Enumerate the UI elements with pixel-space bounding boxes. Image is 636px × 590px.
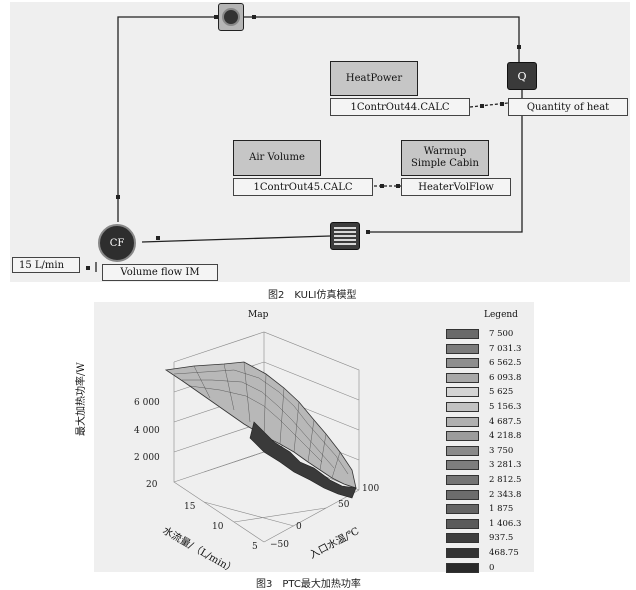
figure3-caption: 图3 PTC最大加热功率 [256,579,361,590]
z-tick-20: 20 [146,480,158,490]
z-tick-6000: 6 000 [134,398,160,408]
legend-entry: 5 156.3 [446,401,521,413]
legend-value: 937.5 [489,533,514,544]
legend-entry: 4 218.8 [446,430,521,442]
warmup-cabin-block[interactable]: Warmup Simple Cabin [401,140,489,176]
legend-value: 0 [489,562,495,573]
legend-entry: 3 750 [446,445,513,457]
legend-swatch [446,533,479,544]
legend-swatch [446,475,479,485]
q-block[interactable]: Q [507,62,537,90]
legend-swatch [446,372,479,383]
heat-power-surface [164,361,357,489]
legend-entry: 0 [446,562,494,574]
legend-entry: 2 343.8 [446,489,521,501]
legend-value: 2 343.8 [489,489,522,500]
contr45-label[interactable]: 1ContrOut45.CALC [233,178,373,196]
heater-vol-flow-label[interactable]: HeaterVolFlow [401,178,511,196]
legend-swatch [446,548,479,558]
legend-value: 4 687.5 [489,416,522,427]
legend-entry: 2 812.5 [446,474,521,486]
legend-entry: 1 875 [446,503,513,515]
x-tick-15: 15 [184,502,196,512]
kuli-connections [86,15,523,272]
legend-swatch [446,518,479,529]
legend-entry: 3 281.3 [446,459,521,471]
legend-entry: 7 031.3 [446,343,521,355]
x-tick-5: 5 [252,542,258,552]
heater-core-icon [334,227,356,245]
legend-swatch [446,504,479,515]
legend-swatch [446,343,479,354]
heat-power-block[interactable]: HeatPower [330,61,418,96]
legend-value: 1 875 [489,504,514,515]
legend-swatch [446,431,479,442]
cf-pump-block[interactable]: CF [98,224,136,262]
legend-entry: 937.5 [446,532,513,544]
x-tick-10: 10 [212,522,224,532]
legend-swatch [446,358,479,369]
flow-value-label[interactable]: 15 L/min [12,257,80,273]
z-tick-2000: 2 000 [134,453,160,463]
legend-swatch [446,329,479,339]
legend-entry: 6 562.5 [446,357,521,369]
legend-value: 2 812.5 [489,475,522,485]
y-tick-50: 50 [338,500,350,510]
legend-value: 3 750 [489,445,514,456]
heater-core-block[interactable] [330,222,360,250]
z-axis-label: 最大加热功率/W [76,362,87,436]
y-tick-neg50: −50 [270,540,289,550]
quantity-heat-label[interactable]: Quantity of heat [508,98,628,116]
legend-value: 7 031.3 [489,343,522,354]
legend-entry: 1 406.3 [446,518,521,530]
y-tick-100: 100 [362,484,380,494]
legend-value: 3 281.3 [489,460,522,471]
contr44-label[interactable]: 1ContrOut44.CALC [330,98,470,116]
legend-entry: 468.75 [446,547,519,559]
legend-swatch [446,489,479,500]
legend-title: Legend [484,310,518,320]
legend-value: 6 562.5 [489,358,522,369]
legend-value: 6 093.8 [489,372,522,383]
legend-swatch [446,460,479,471]
air-volume-block[interactable]: Air Volume [233,140,321,176]
volume-flow-im-label[interactable]: Volume flow IM [102,264,218,281]
legend-swatch [446,416,479,427]
figure2-caption: 图2 KULI仿真模型 [268,290,357,301]
legend-value: 1 406.3 [489,518,522,529]
legend-swatch [446,445,479,456]
legend-swatch [446,402,479,412]
z-tick-4000: 4 000 [134,426,160,436]
cf-label: CF [109,237,125,249]
legend-value: 4 218.8 [489,431,522,442]
ptc-surface-plot [164,331,360,543]
legend-value: 5 156.3 [489,402,522,412]
legend-value: 7 500 [489,329,514,339]
legend-swatch [446,387,479,398]
legend-value: 468.75 [489,548,519,558]
legend-entry: 4 687.5 [446,416,521,428]
map-title: Map [248,310,269,320]
pump-icon [222,8,240,26]
y-tick-0: 0 [296,522,302,532]
legend-entry: 7 500 [446,328,513,340]
pump-block[interactable] [218,3,244,31]
surface-dark-edge [249,421,357,499]
legend-entry: 6 093.8 [446,372,521,384]
legend-swatch [446,562,479,573]
legend-entry: 5 625 [446,386,513,398]
legend-value: 5 625 [489,387,514,398]
